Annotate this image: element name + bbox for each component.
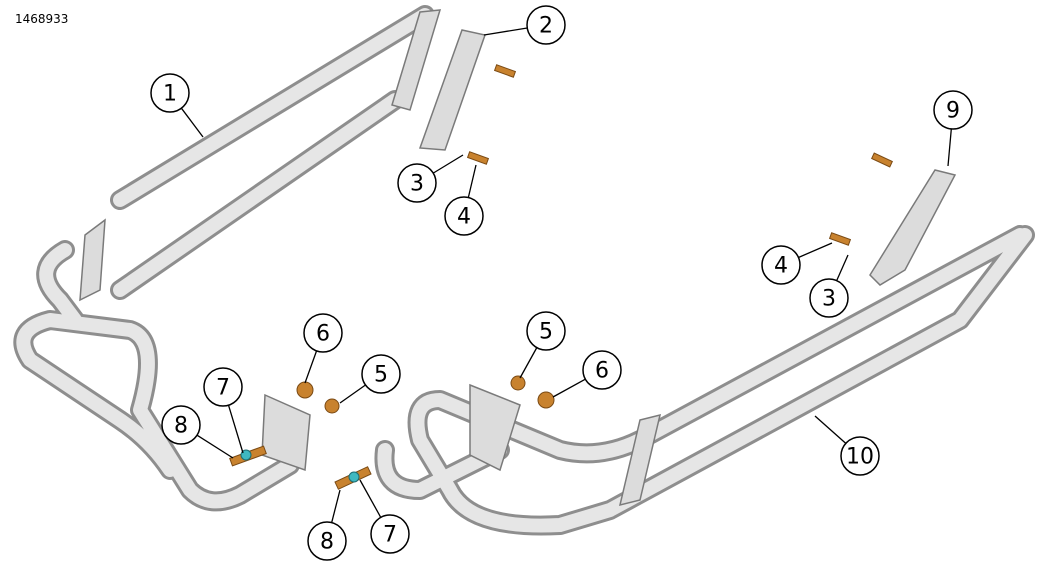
left-bracket [261,29,486,472]
callout-9: 9 [933,90,973,167]
callouts: 1 2 3 4 9 4 3 6 5 7 8 5 6 10 8 7 [150,5,973,561]
callout-10: 10 [814,415,880,476]
callout-number: 4 [774,254,788,279]
leader-line [467,164,477,198]
callout-number: 7 [216,376,230,401]
callout-number: 10 [846,445,874,470]
callout-circle [526,5,566,45]
leader-line [339,384,366,404]
callout-circle [161,405,201,445]
callout-number: 2 [539,14,553,39]
callout-3: 3 [397,154,464,203]
callout-1: 1 [150,73,204,138]
callout-3: 3 [809,254,849,318]
callout-circle [370,514,410,554]
callout-5: 5 [519,311,566,379]
callout-number: 6 [316,322,330,347]
callout-number: 1 [163,82,177,107]
leader-line [836,254,849,281]
callout-circle [307,521,347,561]
callout-7: 7 [203,367,244,454]
callout-4: 4 [444,164,484,236]
callout-circle [397,163,437,203]
leader-line [814,415,847,444]
callout-circle [582,350,622,390]
leader-line [331,489,341,523]
hardware [229,64,893,490]
leader-line [798,242,833,259]
right-bracket [869,169,957,286]
callout-circle [761,245,801,285]
leader-line [304,350,318,384]
callout-circle [303,313,343,353]
callout-2: 2 [483,5,566,45]
leader-line [180,107,204,138]
callout-number: 4 [457,205,471,230]
callout-circle [150,73,190,113]
callout-number: 5 [374,363,388,388]
callout-7: 7 [359,479,410,554]
right-bumper-frame [374,225,1035,536]
callout-circle [361,354,401,394]
leader-line [227,404,244,454]
callout-circle [933,90,973,130]
leader-line [359,479,382,518]
callout-number: 9 [946,99,960,124]
callout-4: 4 [761,242,833,285]
callout-circle [526,311,566,351]
callout-circle [809,278,849,318]
leader-line [196,434,234,459]
leader-line [483,27,528,36]
callout-number: 8 [320,530,334,555]
callout-8: 8 [161,405,234,459]
callout-number: 3 [410,172,424,197]
callout-6: 6 [552,350,622,398]
leader-line [432,154,464,174]
callout-circle [840,436,880,476]
leader-line [947,128,952,167]
callout-number: 3 [822,287,836,312]
callout-8: 8 [307,489,347,561]
callout-number: 7 [383,523,397,548]
callout-circle [444,196,484,236]
callout-number: 6 [595,359,609,384]
leader-line [552,378,586,398]
callout-5: 5 [339,354,401,404]
callout-6: 6 [303,313,343,384]
callout-number: 5 [539,320,553,345]
left-bumper-frame [13,5,442,512]
leader-line [519,347,538,379]
callout-circle [203,367,243,407]
drawing-number: 1468933 [15,12,69,26]
callout-number: 8 [174,414,188,439]
